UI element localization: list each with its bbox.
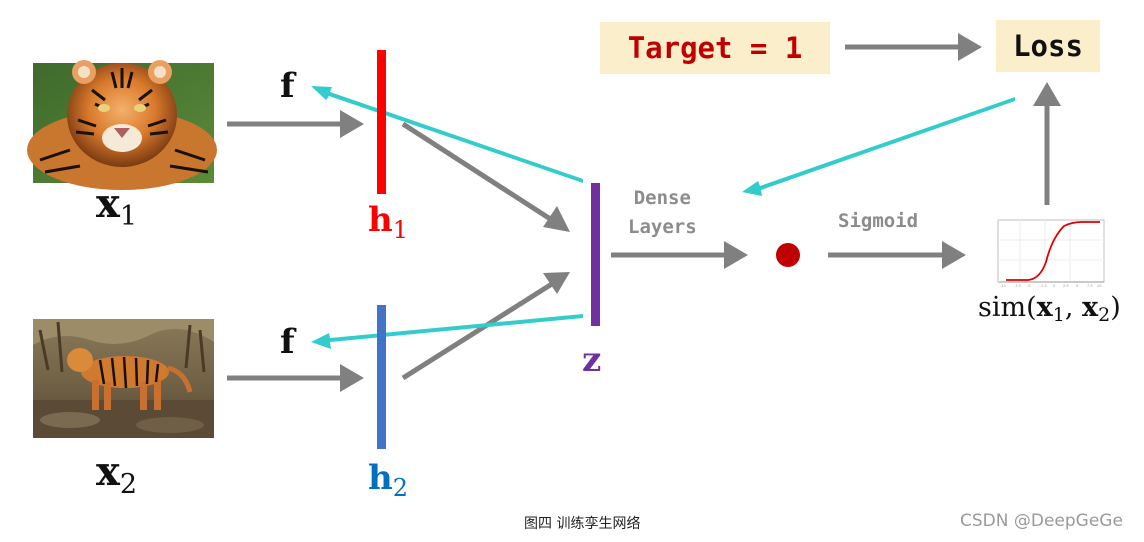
svg-text:5: 5 xyxy=(1076,284,1078,288)
h1-bar xyxy=(377,50,386,194)
z-bar xyxy=(591,183,600,326)
z-label: z xyxy=(582,340,601,380)
target-box: Target = 1 xyxy=(600,22,830,74)
svg-text:-7.5: -7.5 xyxy=(1014,284,1021,288)
h2-label: h2 xyxy=(368,458,408,502)
loss-label: Loss xyxy=(1013,29,1083,63)
encoder-f-label-bottom: f xyxy=(280,322,295,362)
svg-text:0: 0 xyxy=(1053,284,1055,288)
sigmoid-label: Sigmoid xyxy=(838,210,918,232)
svg-text:2.5: 2.5 xyxy=(1063,284,1069,288)
figure-caption: 图四 训练孪生网络 xyxy=(524,513,640,533)
sigmoid-plot: -10 -7.5 -5 -2.5 0 2.5 5 7.5 10 xyxy=(998,220,1104,288)
similarity-label: sim(x1, x2) xyxy=(978,292,1121,326)
x2-label: x2 xyxy=(96,448,137,500)
dense-label-line2: Layers xyxy=(628,213,697,242)
h1-label: h1 xyxy=(368,200,408,244)
svg-text:-5: -5 xyxy=(1027,284,1031,288)
encoder-f-label-top: f xyxy=(280,66,295,106)
svg-text:10: 10 xyxy=(1097,284,1101,288)
svg-text:-2.5: -2.5 xyxy=(1040,284,1047,288)
svg-text:7.5: 7.5 xyxy=(1087,284,1093,288)
watermark: CSDN @DeepGeGe xyxy=(960,511,1123,531)
dense-layers-label: Dense Layers xyxy=(628,184,697,242)
svg-text:-10: -10 xyxy=(1000,284,1006,288)
target-label: Target = 1 xyxy=(628,31,803,65)
h2-bar xyxy=(377,305,386,449)
tiger-standing-photo xyxy=(33,319,214,438)
x1-label: x1 xyxy=(96,180,137,232)
dense-label-line1: Dense xyxy=(628,184,697,213)
loss-box: Loss xyxy=(996,20,1100,72)
tiger-portrait-photo xyxy=(27,60,217,190)
output-node xyxy=(776,243,800,267)
